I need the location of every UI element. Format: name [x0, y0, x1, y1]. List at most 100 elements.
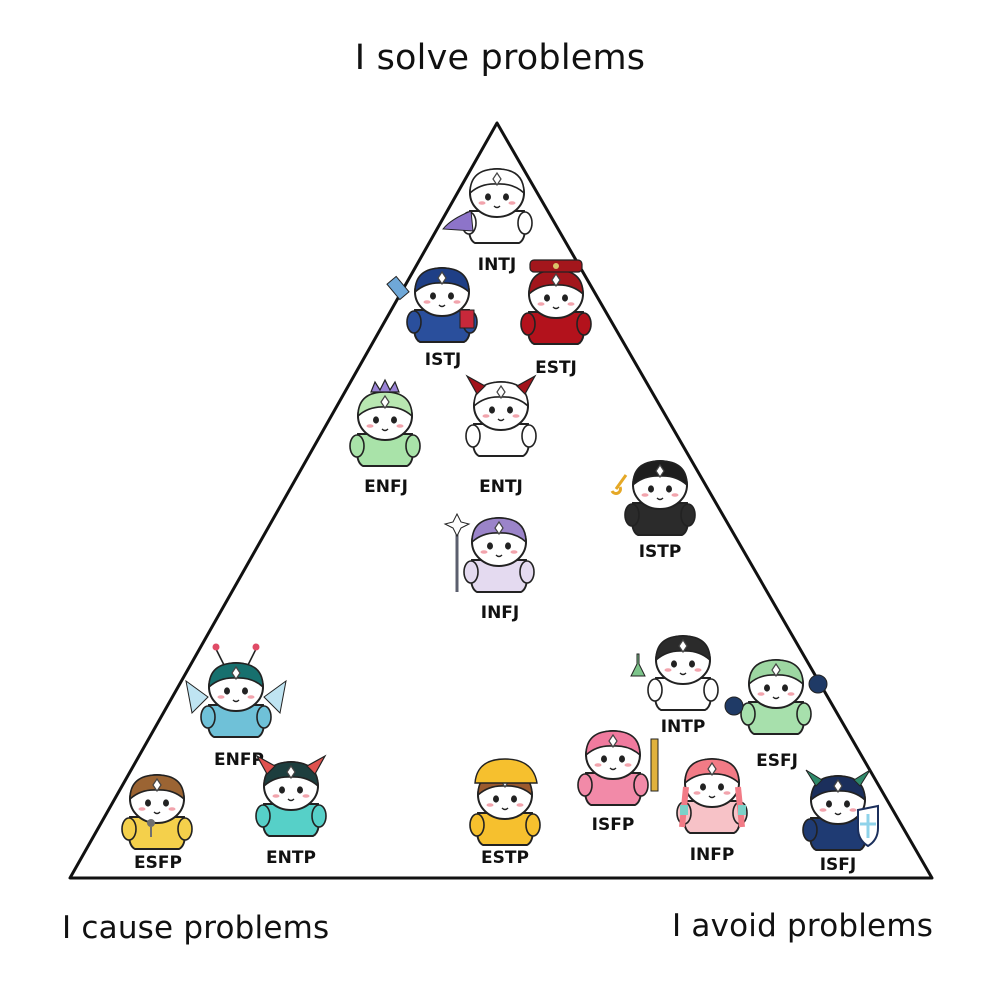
character-istj: ISTJ	[386, 267, 478, 370]
right-arm	[525, 813, 541, 837]
right-eye	[511, 795, 517, 803]
right-blush	[787, 692, 795, 696]
right-arm	[517, 211, 533, 235]
top-label: I solve problems	[354, 38, 646, 78]
character-intj: INTJ	[442, 168, 533, 275]
left-arm	[255, 804, 271, 828]
right-blush	[694, 668, 702, 672]
right-eye	[505, 542, 511, 550]
type-label: ESFP	[134, 853, 182, 873]
right-eye	[666, 485, 672, 493]
right-arm	[633, 773, 649, 797]
gem-icon	[231, 665, 241, 681]
left-arm	[647, 678, 663, 702]
left-eye	[487, 542, 493, 550]
shield-icon	[805, 769, 879, 848]
mouth	[153, 811, 161, 815]
right-blush	[624, 763, 632, 767]
right-blush	[508, 201, 516, 205]
mouth	[679, 672, 687, 676]
left-arm	[463, 560, 479, 584]
character-isfp: ISFP	[577, 730, 659, 835]
gem-icon	[655, 463, 665, 479]
gem-icon	[152, 777, 162, 793]
gem-icon	[492, 171, 502, 187]
type-label: ISTJ	[425, 350, 462, 370]
gem-icon	[707, 761, 717, 777]
character-istp: ISTP	[610, 460, 696, 562]
left-eye	[279, 786, 285, 794]
mouth	[656, 497, 664, 501]
left-eye	[671, 660, 677, 668]
left-blush	[478, 201, 486, 205]
character-figure	[255, 754, 327, 837]
left-arm	[465, 424, 481, 448]
type-label: ISFJ	[820, 855, 857, 875]
type-label: INTP	[661, 717, 706, 737]
left-eye	[145, 799, 151, 807]
right-eye	[391, 416, 397, 424]
character-enfj: ENFJ	[349, 378, 421, 497]
mouth	[495, 554, 503, 558]
mouth	[232, 699, 240, 703]
right-eye	[503, 193, 509, 201]
left-arm	[577, 773, 593, 797]
character-estj: ESTJ	[520, 259, 592, 378]
left-blush	[594, 763, 602, 767]
character-figure	[185, 643, 287, 738]
right-eye	[163, 799, 169, 807]
gem-icon	[833, 778, 843, 794]
left-eye	[544, 294, 550, 302]
left-eye	[224, 687, 230, 695]
left-eye	[430, 292, 436, 300]
type-label: ESTP	[481, 848, 529, 868]
left-arm	[802, 818, 818, 842]
character-intp: INTP	[630, 635, 719, 737]
character-figure	[610, 460, 696, 536]
microphone-icon	[147, 819, 155, 837]
mouth	[834, 812, 842, 816]
cape-icon	[442, 210, 474, 232]
right-eye	[507, 406, 513, 414]
bottom-left-label: I cause problems	[62, 910, 330, 946]
left-eye	[601, 755, 607, 763]
right-arm	[796, 702, 812, 726]
left-blush	[664, 668, 672, 672]
right-arm	[311, 804, 327, 828]
right-blush	[671, 493, 679, 497]
left-eye	[648, 485, 654, 493]
right-arm	[256, 705, 272, 729]
right-blush	[723, 791, 731, 795]
mouth	[493, 205, 501, 209]
left-arm	[740, 702, 756, 726]
mouth	[552, 306, 560, 310]
right-blush	[247, 695, 255, 699]
pencil-icon	[650, 738, 659, 792]
horns-icon	[465, 374, 537, 395]
type-label: INFJ	[481, 603, 520, 623]
character-infp: INFP	[676, 758, 748, 865]
character-esfj: ESFJ	[724, 659, 828, 771]
wrench-icon	[610, 474, 628, 495]
right-arm	[519, 560, 535, 584]
mouth	[708, 795, 716, 799]
left-eye	[764, 684, 770, 692]
left-arm	[349, 434, 365, 458]
right-eye	[844, 800, 850, 808]
antenna-icon	[185, 643, 287, 715]
right-eye	[619, 755, 625, 763]
right-blush	[567, 302, 575, 306]
character-figure	[386, 267, 478, 343]
right-arm	[405, 434, 421, 458]
character-figure	[469, 758, 541, 846]
gem-icon	[496, 384, 506, 400]
right-arm	[521, 424, 537, 448]
left-arm	[406, 310, 422, 334]
left-blush	[272, 794, 280, 798]
character-isfj: ISFJ	[802, 769, 879, 875]
mouth	[381, 428, 389, 432]
left-blush	[480, 550, 488, 554]
left-blush	[138, 807, 146, 811]
triangle-outline	[68, 121, 934, 880]
right-eye	[782, 684, 788, 692]
